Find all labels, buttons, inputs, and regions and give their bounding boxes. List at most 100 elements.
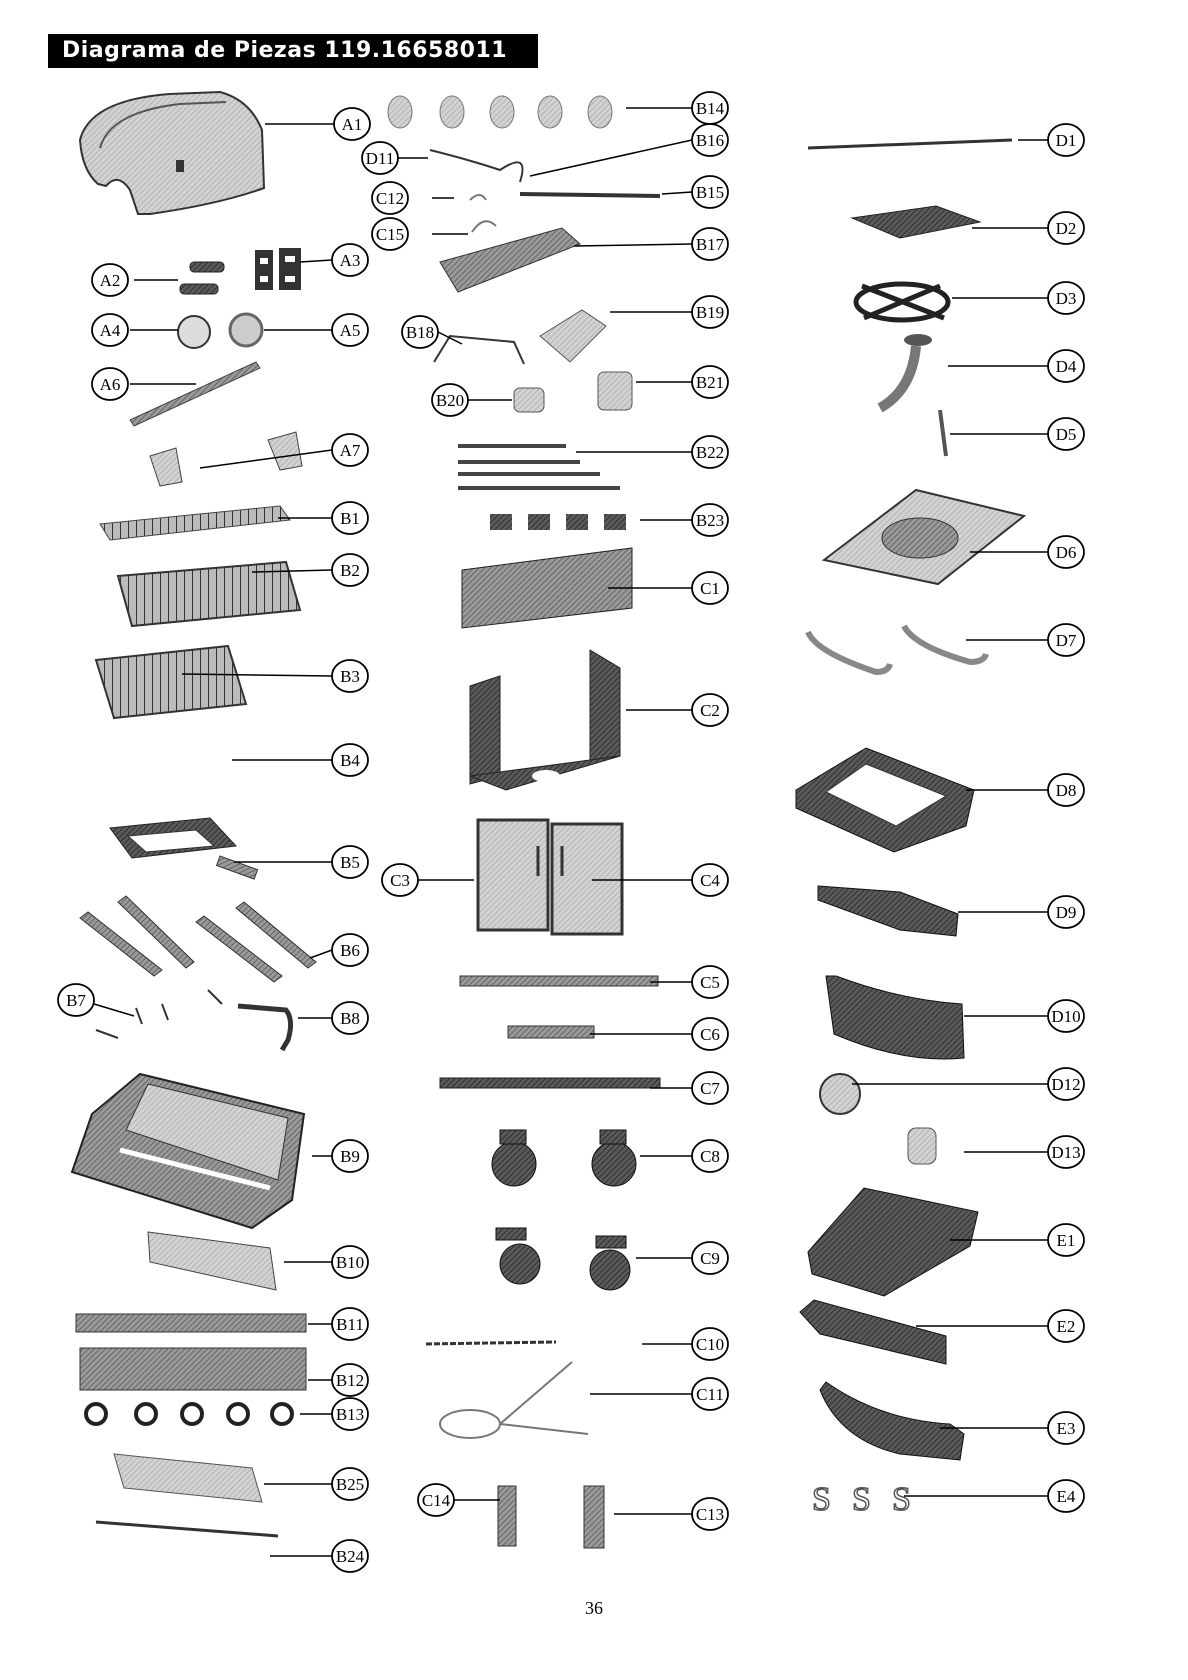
leader-line-b16: [529, 139, 693, 177]
callout-d2: D2: [1047, 211, 1085, 245]
callout-label: D5: [1056, 425, 1077, 444]
callout-circle: [91, 313, 129, 347]
callout-c12: C12: [371, 181, 409, 215]
svg-text:S: S: [812, 1481, 831, 1518]
callout-circle: [691, 1497, 729, 1531]
callout-circle: [331, 501, 369, 535]
callout-label: D2: [1056, 219, 1077, 238]
callout-c1: C1: [691, 571, 729, 605]
callout-b10: B10: [331, 1245, 369, 1279]
callout-b11: B11: [331, 1307, 369, 1341]
svg-text:S: S: [892, 1481, 911, 1518]
callout-label: A3: [340, 251, 361, 270]
callout-circle: [691, 435, 729, 469]
callout-circle: [691, 227, 729, 261]
callout-b25: B25: [331, 1467, 369, 1501]
callout-label: D1: [1056, 131, 1077, 150]
part-b24-rail: [95, 1520, 279, 1538]
part-b8-valve: [237, 1003, 294, 1052]
callout-label: D8: [1056, 781, 1077, 800]
part-c1-panel: [461, 547, 633, 629]
callout-circle: [1047, 1479, 1085, 1513]
callout-b6: B6: [331, 933, 369, 967]
callout-b14: B14: [691, 91, 729, 125]
callout-circle: [333, 107, 371, 141]
callout-circle: [331, 743, 369, 777]
callout-c6: C6: [691, 1017, 729, 1051]
callout-circle: [691, 1017, 729, 1051]
part-d12-knob: [819, 1073, 861, 1115]
callout-label: C4: [700, 871, 720, 890]
callout-e2: E2: [1047, 1309, 1085, 1343]
callout-b15: B15: [691, 175, 729, 209]
callout-circle: [691, 1241, 729, 1275]
callout-circle: [331, 433, 369, 467]
part-b5-burner: [109, 817, 259, 880]
callout-d3: D3: [1047, 281, 1085, 315]
callout-b22: B22: [691, 435, 729, 469]
callout-circle: [331, 1307, 369, 1341]
part-d8-side-shelf-frame: [795, 747, 975, 853]
part-a7-right: [267, 431, 303, 471]
callout-circle: [1047, 123, 1085, 157]
callout-circle: [331, 553, 369, 587]
callout-circle: [331, 1139, 369, 1173]
callout-circle: [331, 1467, 369, 1501]
part-d5-valve: [938, 409, 948, 457]
part-d2-plate: [850, 205, 982, 239]
callout-circle: [331, 1363, 369, 1397]
callout-b1: B1: [331, 501, 369, 535]
callout-c14: C14: [417, 1483, 455, 1517]
callout-label: B9: [340, 1147, 360, 1166]
part-d6-side-burner-tray: [821, 488, 1027, 586]
callout-b20: B20: [431, 383, 469, 417]
part-b2-cooking-grid: [116, 560, 302, 628]
callout-circle: [691, 1327, 729, 1361]
callout-label: D3: [1056, 289, 1077, 308]
callout-circle: [691, 1071, 729, 1105]
callout-label: B10: [336, 1253, 364, 1272]
callout-label: D7: [1056, 631, 1077, 650]
callout-label: B1: [340, 509, 360, 528]
callout-label: D4: [1056, 357, 1077, 376]
callout-b19: B19: [691, 295, 729, 329]
callout-label: B3: [340, 667, 360, 686]
part-e1-side-shelf: [807, 1187, 979, 1297]
callout-label: A1: [342, 115, 363, 134]
part-c3-c4-doors: [476, 818, 624, 936]
callout-label: E3: [1057, 1419, 1076, 1438]
callout-label: B22: [696, 443, 724, 462]
callout-circle: [1047, 349, 1085, 383]
title-bar: Diagrama de Piezas 119.16658011: [48, 34, 538, 68]
callout-circle: [331, 845, 369, 879]
callout-label: E2: [1057, 1317, 1076, 1336]
callout-circle: [331, 1397, 369, 1431]
callout-label: C3: [390, 871, 410, 890]
callout-label: D11: [366, 149, 395, 168]
part-b11-rail: [75, 1313, 307, 1333]
callout-circle: [331, 1245, 369, 1279]
part-a7-left: [149, 447, 183, 487]
part-a3-brackets: [255, 248, 301, 290]
callout-d6: D6: [1047, 535, 1085, 569]
svg-text:S: S: [852, 1481, 871, 1518]
callout-label: D12: [1051, 1075, 1080, 1094]
callout-d10: D10: [1047, 999, 1085, 1033]
callout-a5: A5: [331, 313, 369, 347]
callout-d5: D5: [1047, 417, 1085, 451]
callout-circle: [691, 571, 729, 605]
callout-d4: D4: [1047, 349, 1085, 383]
part-c6-bracket: [507, 1025, 595, 1039]
callout-circle: [1047, 1067, 1085, 1101]
callout-circle: [57, 983, 95, 1017]
callout-a4: A4: [91, 313, 129, 347]
callout-label: B2: [340, 561, 360, 580]
callout-d12: D12: [1047, 1067, 1085, 1101]
callout-d1: D1: [1047, 123, 1085, 157]
part-a6-handle: [129, 361, 261, 427]
part-b9-firebox: [70, 1072, 306, 1230]
callout-label: C9: [700, 1249, 720, 1268]
callout-circle: [691, 365, 729, 399]
part-b12-control-panel: [79, 1347, 307, 1391]
